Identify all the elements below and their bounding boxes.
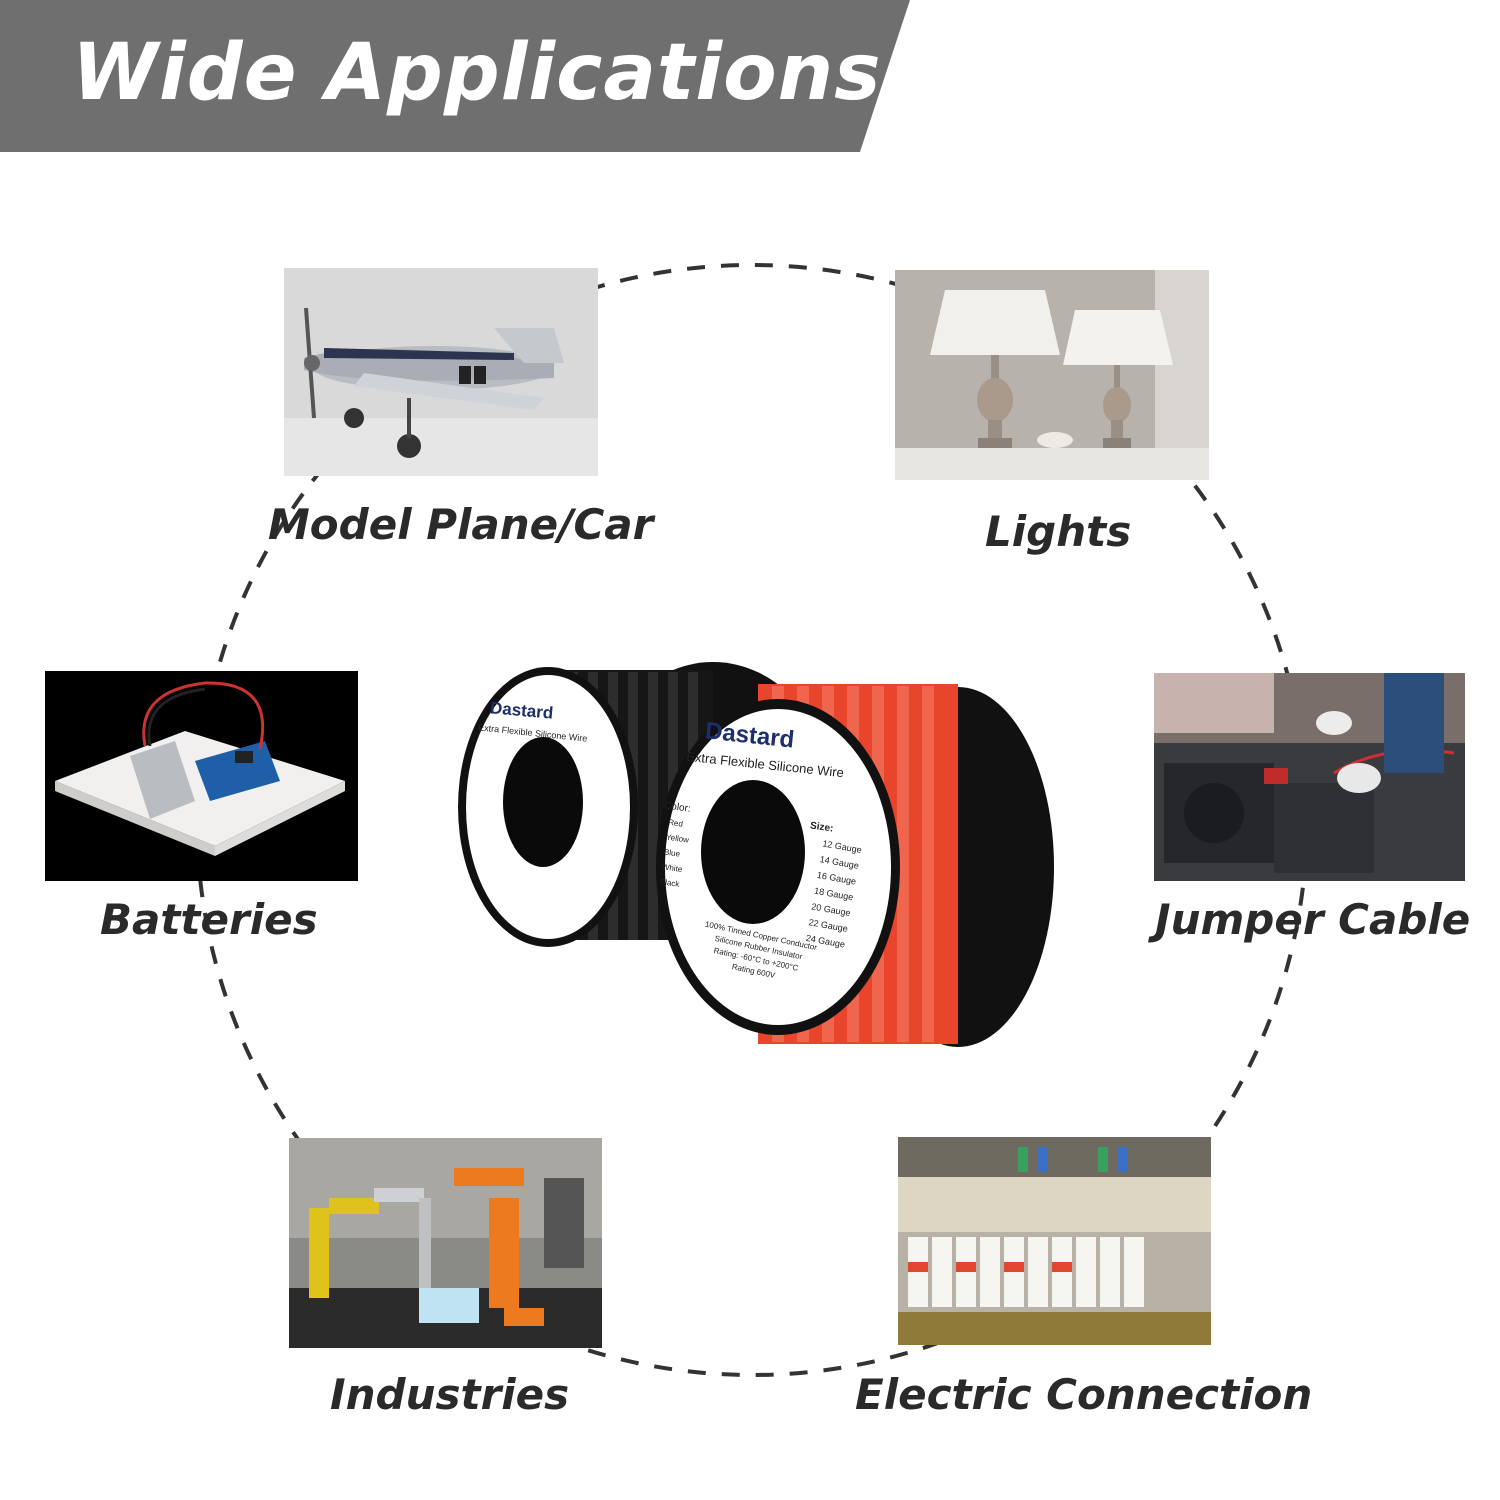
label-model-plane-car: Model Plane/Car: [268, 500, 654, 549]
header-banner: [0, 0, 910, 152]
red-wire-spool: [656, 684, 1054, 1047]
label-industries: Industries: [330, 1370, 570, 1419]
table-lamps-photo: [895, 270, 1209, 480]
label-batteries: Batteries: [100, 895, 318, 944]
jumper-cable-photo: [1154, 673, 1465, 881]
battery-breadboard-photo: [45, 671, 358, 881]
label-lights: Lights: [985, 507, 1132, 556]
label-electric-connection: Electric Connection: [855, 1370, 1313, 1419]
model-plane-photo: [284, 268, 598, 476]
wire-spools-product-photo: [458, 662, 1054, 1047]
label-jumper-cable: Jumper Cable: [1155, 895, 1471, 944]
electrical-panel-photo: [898, 1137, 1211, 1345]
page-title: Wide Applications: [72, 28, 882, 118]
color-option: Black: [659, 877, 680, 889]
industrial-robots-photo: [289, 1138, 602, 1348]
